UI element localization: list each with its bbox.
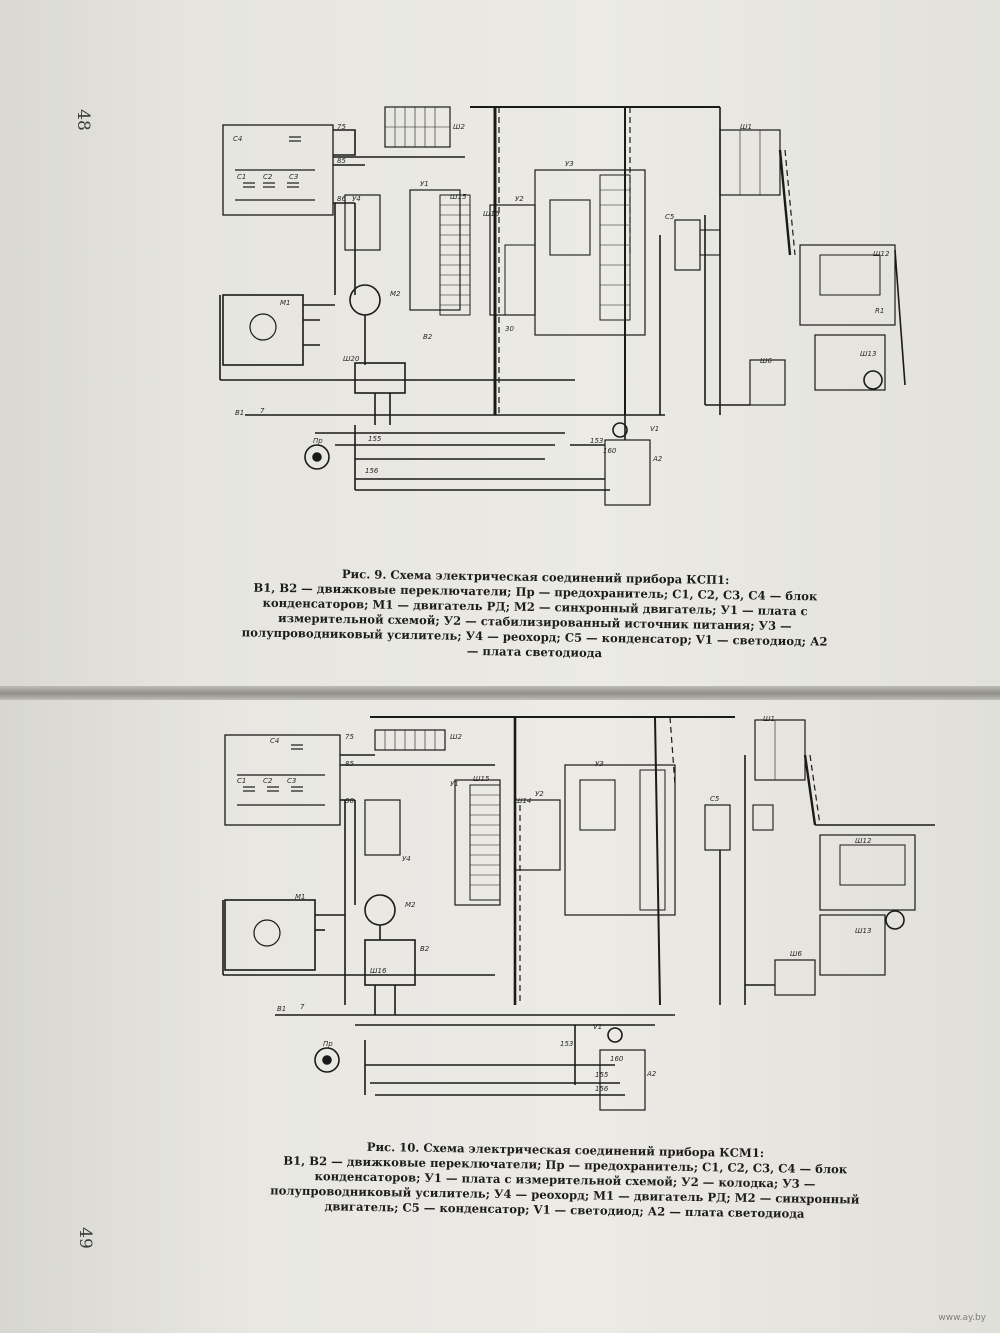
fig10-label-c1: C1 [237, 777, 247, 785]
watermark: www.ay.by [938, 1313, 986, 1323]
fig9-wire-86: 86 [337, 195, 346, 203]
fig9-label-m2: М2 [390, 290, 401, 298]
fig10-wire-75: 75 [345, 733, 354, 741]
fig9-label-c2: C2 [263, 173, 273, 181]
fig10-label-sh6: Ш6 [790, 950, 802, 958]
fig9-wire-85: 85 [337, 157, 346, 165]
fig10-label-sh13: Ш13 [855, 927, 872, 935]
fig9-wire-156: 156 [365, 467, 379, 475]
fig10-label-b1: В1 [277, 1005, 287, 1013]
fig9-label-sh16: Ш16 [483, 210, 500, 218]
fig9-label-y3: У3 [565, 160, 574, 168]
fig9-label-c3: C3 [289, 173, 299, 181]
fig10-wire-156: 156 [595, 1085, 609, 1093]
fig9-label-sh1: Ш1 [740, 123, 752, 131]
fig10-label-sh16: Ш16 [370, 967, 387, 975]
fig10-label-c3: C3 [287, 777, 297, 785]
fig10-label-sh14: Ш14 [515, 797, 532, 805]
fig9-label-a2: А2 [653, 455, 663, 463]
fig9-wire-160: 160 [603, 447, 617, 455]
book-page-48 [0, 0, 1000, 688]
fig9-label-y2: У2 [515, 195, 524, 203]
fig10-label-pr: Пр [323, 1040, 333, 1048]
fig9-wire-30: 30 [505, 325, 514, 333]
fig9-label-m1: М1 [280, 299, 291, 307]
fig9-label-sh2: Ш2 [453, 123, 465, 131]
fig10-wire-7: 7 [300, 1003, 305, 1011]
fig9-label-sh6: Ш6 [760, 357, 772, 365]
fig9-wire-7: 7 [260, 407, 265, 415]
fig10-wire-155: 155 [595, 1071, 609, 1079]
figure10-caption: Рис. 10. Схема электрическая соединений … [269, 1138, 860, 1222]
fig9-label-v1: V1 [650, 425, 660, 433]
fig10-label-m1: М1 [295, 893, 306, 901]
figure9-schematic: C4 C1 C2 C3 75 85 86 М1 М2 В1 В2 Пр У1 У… [205, 95, 925, 515]
page-number-top: 48 [72, 109, 93, 131]
fig10-wire-153: 153 [560, 1040, 574, 1048]
fig10-label-v1: V1 [593, 1023, 603, 1031]
fig10-label-y1: У1 [450, 780, 459, 788]
figure10-caption-body: В1, В2 — движковые переключатели; Пр — п… [270, 1153, 860, 1221]
fig10-label-a2: А2 [647, 1070, 657, 1078]
fig9-label-c5: C5 [665, 213, 675, 221]
fig10-label-y2: У2 [535, 790, 544, 798]
fig9-label-y1: У1 [420, 180, 429, 188]
fig9-wire-153: 153 [590, 437, 604, 445]
fig10-label-c4: C4 [270, 737, 280, 745]
fig10-label-sh1: Ш1 [763, 715, 775, 723]
fig9-label-c1: C1 [237, 173, 247, 181]
fig10-wire-86: 86 [345, 797, 354, 805]
fig9-label-sh13: Ш13 [860, 350, 877, 358]
fig10-label-y4: У4 [402, 855, 411, 863]
book-gutter [0, 686, 1000, 702]
figure9-caption-body: В1, В2 — движковые переключатели; Пр — п… [241, 580, 828, 661]
fig10-label-sh15: Ш15 [473, 775, 490, 783]
fig9-wire-155: 155 [368, 435, 382, 443]
fig9-label-pr: Пр [313, 437, 323, 445]
fig10-label-c2: C2 [263, 777, 273, 785]
fig10-label-sh12: Ш12 [855, 837, 872, 845]
figure10-schematic: C4 C1 C2 C3 75 85 86 М1 М2 В1 В2 Пр У1 У… [215, 705, 935, 1125]
fig9-label-b1: В1 [235, 409, 245, 417]
fig9-label-b2: В2 [423, 333, 433, 341]
fig10-label-m2: М2 [405, 901, 416, 909]
fig10-label-c5: C5 [710, 795, 720, 803]
fig10-label-b2: В2 [420, 945, 430, 953]
fig9-wire-75: 75 [337, 123, 346, 131]
fig10-label-sh2: Ш2 [450, 733, 462, 741]
fig10-wire-85: 85 [345, 760, 354, 768]
fig9-label-r1: R1 [875, 307, 885, 315]
page-number-bottom: 49 [74, 1227, 95, 1249]
fig9-label-sh15: Ш15 [450, 193, 467, 201]
fig10-wire-160: 160 [610, 1055, 624, 1063]
fig9-label-c4: C4 [233, 135, 243, 143]
fig10-label-y3: У3 [595, 760, 604, 768]
fig9-label-sh20: Ш20 [343, 355, 360, 363]
fig9-label-sh12: Ш12 [873, 250, 890, 258]
fig9-label-y4: У4 [352, 195, 361, 203]
figure9-caption: Рис. 9. Схема электрическая соединений п… [239, 565, 830, 664]
